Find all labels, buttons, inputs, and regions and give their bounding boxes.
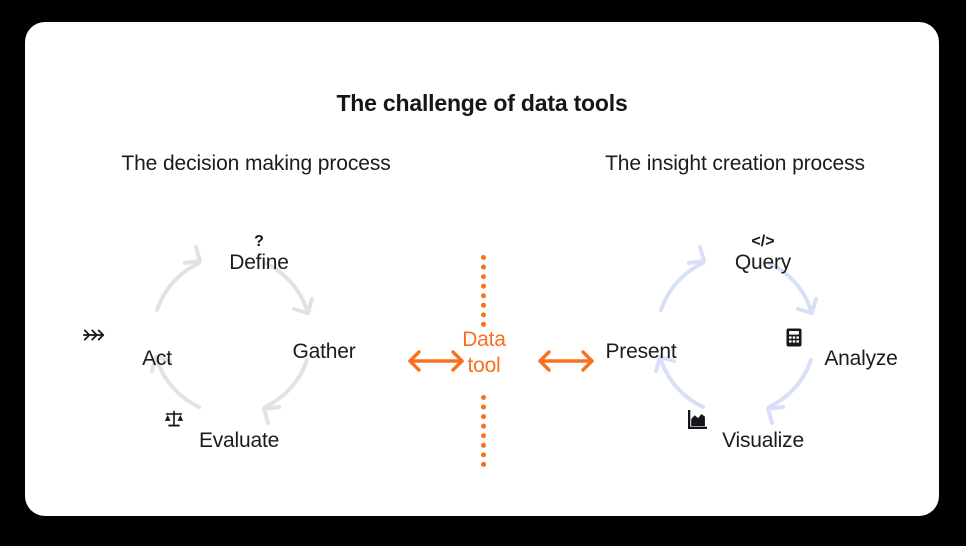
left-process-subtitle: The decision making process: [121, 152, 391, 175]
bar-chart-icon: [688, 410, 838, 430]
node-present: Present: [566, 340, 716, 363]
data-tool-label: Data tool: [442, 327, 526, 379]
right-double-arrow-icon: [537, 348, 595, 374]
node-evaluate-label: Evaluate: [198, 429, 280, 452]
node-define: ? Define: [184, 232, 334, 274]
node-visualize: Visualize: [688, 410, 838, 452]
calculator-icon: [786, 328, 936, 348]
data-tool-label-line1: Data: [462, 328, 506, 351]
right-cycle-arrows: [654, 245, 818, 425]
balance-scales-icon: [164, 410, 314, 430]
left-cycle-arrows: [150, 245, 314, 425]
data-tool-label-line2: tool: [467, 354, 501, 377]
insight-creation-cycle: </> Query: [586, 210, 898, 460]
fast-forward-arrow-icon: [82, 328, 232, 348]
dashed-divider-top: [481, 255, 486, 327]
node-gather-label: Gather: [292, 340, 356, 363]
page-title: The challenge of data tools: [336, 90, 628, 116]
decision-making-cycle: ? Define Gather: [82, 210, 382, 460]
node-query-label: Query: [734, 251, 792, 274]
node-analyze: Analyze: [786, 328, 936, 370]
question-mark-icon: ?: [254, 233, 264, 250]
infographic-card: The challenge of data tools The decision…: [25, 22, 939, 516]
node-analyze-label: Analyze: [824, 347, 898, 370]
dashed-divider-bottom: [481, 395, 486, 467]
node-act-label: Act: [142, 347, 172, 370]
node-present-label: Present: [605, 340, 677, 363]
data-tool-center: Data tool: [382, 227, 594, 467]
node-evaluate: Evaluate: [164, 410, 314, 452]
code-brackets-icon: </>: [751, 233, 775, 250]
left-double-arrow-icon: [407, 348, 465, 374]
node-query: </> Query: [688, 232, 838, 274]
node-visualize-label: Visualize: [722, 429, 804, 452]
right-process-subtitle: The insight creation process: [605, 152, 865, 175]
node-gather: Gather: [249, 340, 399, 363]
node-act: Act: [82, 328, 232, 370]
node-define-label: Define: [229, 251, 289, 274]
